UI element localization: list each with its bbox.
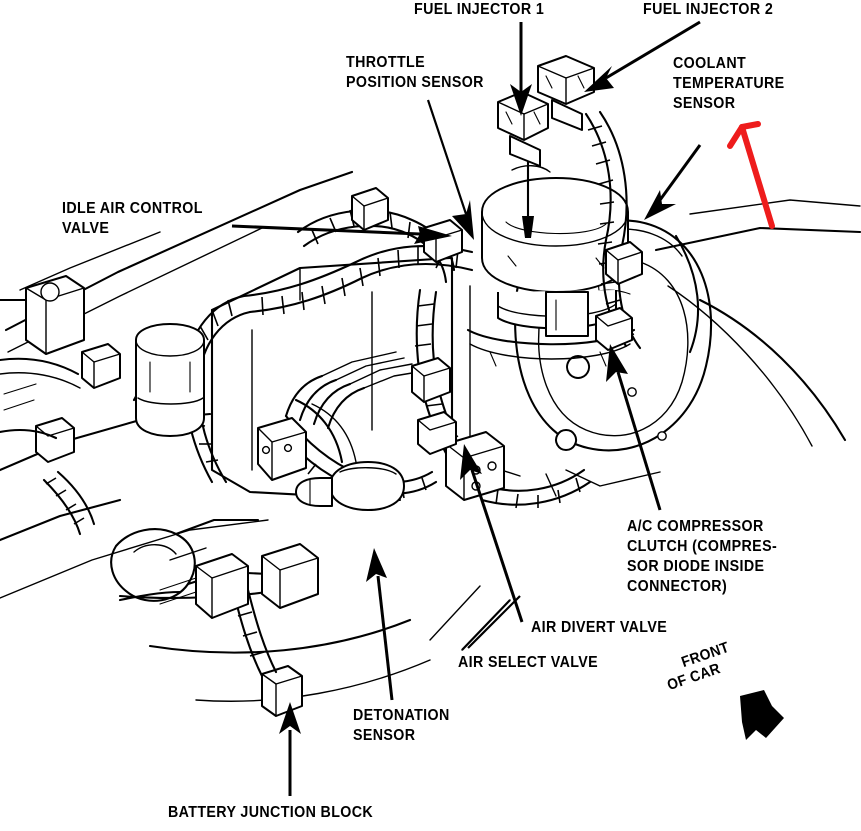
label-throttle-position-sensor-line1: THROTTLE: [346, 54, 425, 71]
pointer-air-select-valve-leader: [467, 595, 521, 649]
pointer-ac-compressor-clutch: [606, 344, 662, 511]
label-detonation-sensor-line2: SENSOR: [353, 727, 416, 744]
pointer-air-select-valve: [461, 599, 511, 651]
label-air-divert-valve: AIR DIVERT VALVE: [531, 619, 668, 636]
label-coolant-temperature-sensor-line1: COOLANT: [673, 55, 747, 72]
label-ac-compressor-clutch-line3: SOR DIODE INSIDE: [627, 558, 765, 575]
label-ac-compressor-clutch-line4: CONNECTOR): [627, 578, 728, 595]
pointer-battery-junction-block: [279, 702, 301, 796]
fuel-injector-connectors: [497, 55, 595, 167]
pointer-idle-air-control-valve: [231, 224, 452, 244]
label-battery-junction-block: BATTERY JUNCTION BLOCK: [168, 804, 374, 821]
label-coolant-temperature-sensor-line2: TEMPERATURE: [673, 75, 785, 92]
throttle-body-assembly: [466, 154, 636, 367]
air-management-valves: [118, 398, 505, 717]
label-idle-air-control-valve-line1: IDLE AIR CONTROL: [62, 200, 203, 217]
label-fuel-injector-1: FUEL INJECTOR 1: [414, 1, 545, 18]
pointer-air-select-valve-2: [429, 585, 481, 641]
pointer-coolant-temperature-sensor: [644, 144, 702, 220]
callout-pointers: [231, 20, 702, 796]
red-highlight-arrow: [727, 121, 775, 229]
left-accessory-components: [0, 275, 270, 602]
pointer-detonation-sensor: [366, 548, 394, 701]
label-ac-compressor-clutch-line1: A/C COMPRESSOR: [627, 518, 764, 535]
pointer-fuel-injector-1: [510, 22, 532, 116]
label-idle-air-control-valve-line2: VALVE: [62, 220, 110, 237]
label-ac-compressor-clutch-line2: CLUTCH (COMPRES-: [627, 538, 778, 555]
pointer-air-divert-valve: [460, 444, 524, 623]
label-throttle-position-sensor-line2: POSITION SENSOR: [346, 74, 484, 91]
pointer-fuel-injector-2: [584, 20, 701, 92]
label-air-select-valve: AIR SELECT VALVE: [458, 654, 599, 671]
front-of-car-arrow: [740, 690, 784, 740]
label-detonation-sensor-line1: DETONATION: [353, 707, 450, 724]
label-fuel-injector-2: FUEL INJECTOR 2: [643, 1, 774, 18]
pointer-throttle-position-sensor: [426, 99, 474, 240]
label-coolant-temperature-sensor-line3: SENSOR: [673, 95, 736, 112]
